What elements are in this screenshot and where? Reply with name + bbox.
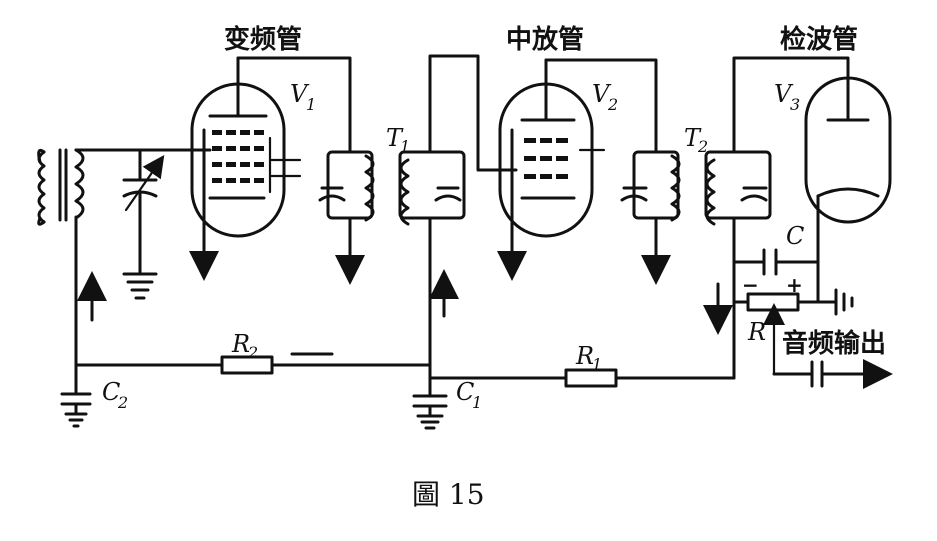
transformer-t2	[704, 150, 772, 226]
r1-sub: 1	[592, 355, 602, 374]
ground-symbol-1	[122, 272, 158, 300]
capacitor-c1	[412, 376, 448, 430]
v1-plate-wire	[236, 56, 352, 154]
ground-symbol-detector	[834, 288, 854, 316]
converter-tube-v1	[189, 56, 302, 281]
load-resistor-r	[732, 260, 838, 376]
t1-label: T	[386, 124, 404, 152]
audio-output-path	[772, 359, 893, 389]
audio-output-label: 音频输出	[782, 328, 886, 359]
if-amp-tube-title: 中放管	[506, 24, 584, 55]
v2-sub: 2	[607, 95, 618, 114]
v3-label: V	[774, 80, 794, 108]
t2-sub: 2	[697, 137, 708, 156]
c2-sub: 2	[117, 393, 128, 412]
r-label: R	[747, 318, 766, 346]
detector-tube-title: 检波管	[780, 24, 858, 55]
r1-label: R	[575, 342, 594, 370]
c1-label: C	[456, 378, 474, 406]
input-tuned-coil	[58, 148, 85, 222]
v2-plate-wire	[544, 58, 658, 154]
t1-to-v2-grid	[428, 54, 518, 172]
detector-tube-v3	[804, 76, 892, 264]
c-label: C	[786, 222, 804, 250]
polarity-plus: +	[786, 273, 803, 297]
c2-label: C	[102, 378, 120, 406]
antenna-coil	[37, 148, 46, 226]
transformer-t1	[398, 150, 466, 226]
v3-sub: 3	[790, 95, 800, 114]
c1-sub: 1	[472, 393, 482, 412]
t2-to-v3-plate	[732, 56, 850, 154]
v1-label: V	[290, 80, 310, 108]
if-amp-tube-v2	[497, 58, 606, 281]
filter-capacitor-c	[732, 248, 820, 276]
r2-sub: 2	[247, 343, 258, 362]
v2-label: V	[592, 80, 612, 108]
if-transformer-2-primary	[620, 150, 681, 285]
figure-caption: 圖 15	[412, 478, 485, 511]
agc-bus	[74, 352, 736, 388]
t1-sub: 1	[400, 137, 410, 156]
r2-label: R	[231, 330, 250, 358]
capacitor-c2	[60, 363, 92, 428]
variable-capacitor	[122, 148, 165, 274]
if-transformer-1-primary	[318, 150, 375, 285]
polarity-minus: −	[742, 273, 759, 297]
resistor-r2	[220, 355, 274, 375]
v1-sub: 1	[306, 95, 316, 114]
resistor-r1	[564, 368, 618, 388]
t2-label: T	[684, 124, 702, 152]
converter-tube-title: 变频管	[224, 24, 302, 55]
